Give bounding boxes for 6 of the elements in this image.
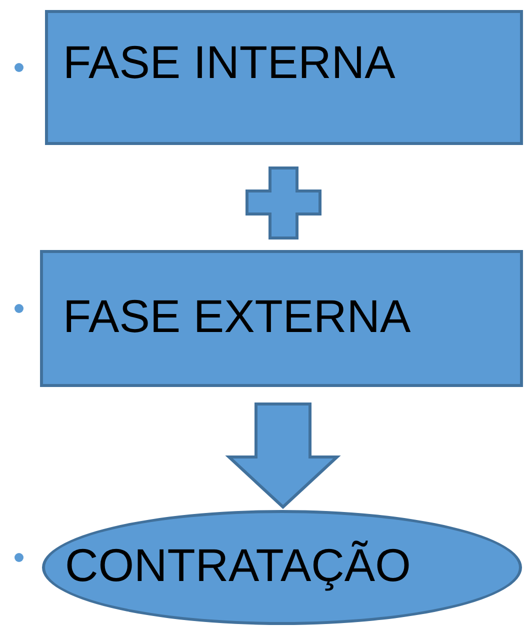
node-label: FASE INTERNA [63, 34, 396, 88]
process-box [40, 250, 523, 387]
block-arrow [225, 402, 341, 510]
node-label: FASE EXTERNA [63, 288, 411, 342]
process-box [45, 10, 523, 145]
node-label: CONTRATAÇÃO [65, 538, 411, 592]
